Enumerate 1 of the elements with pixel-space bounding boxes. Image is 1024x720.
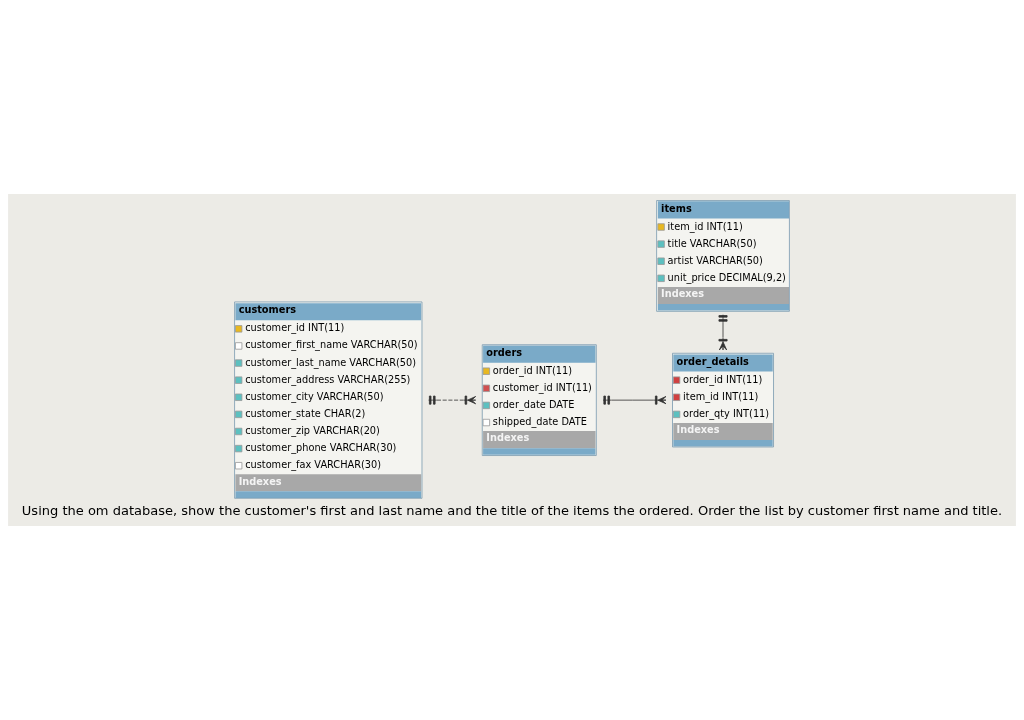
caption: Using the om database, show the customer's first and last name and the title of the items the ordered. Order the list by customer first name and title. (21, 503, 1003, 519)
